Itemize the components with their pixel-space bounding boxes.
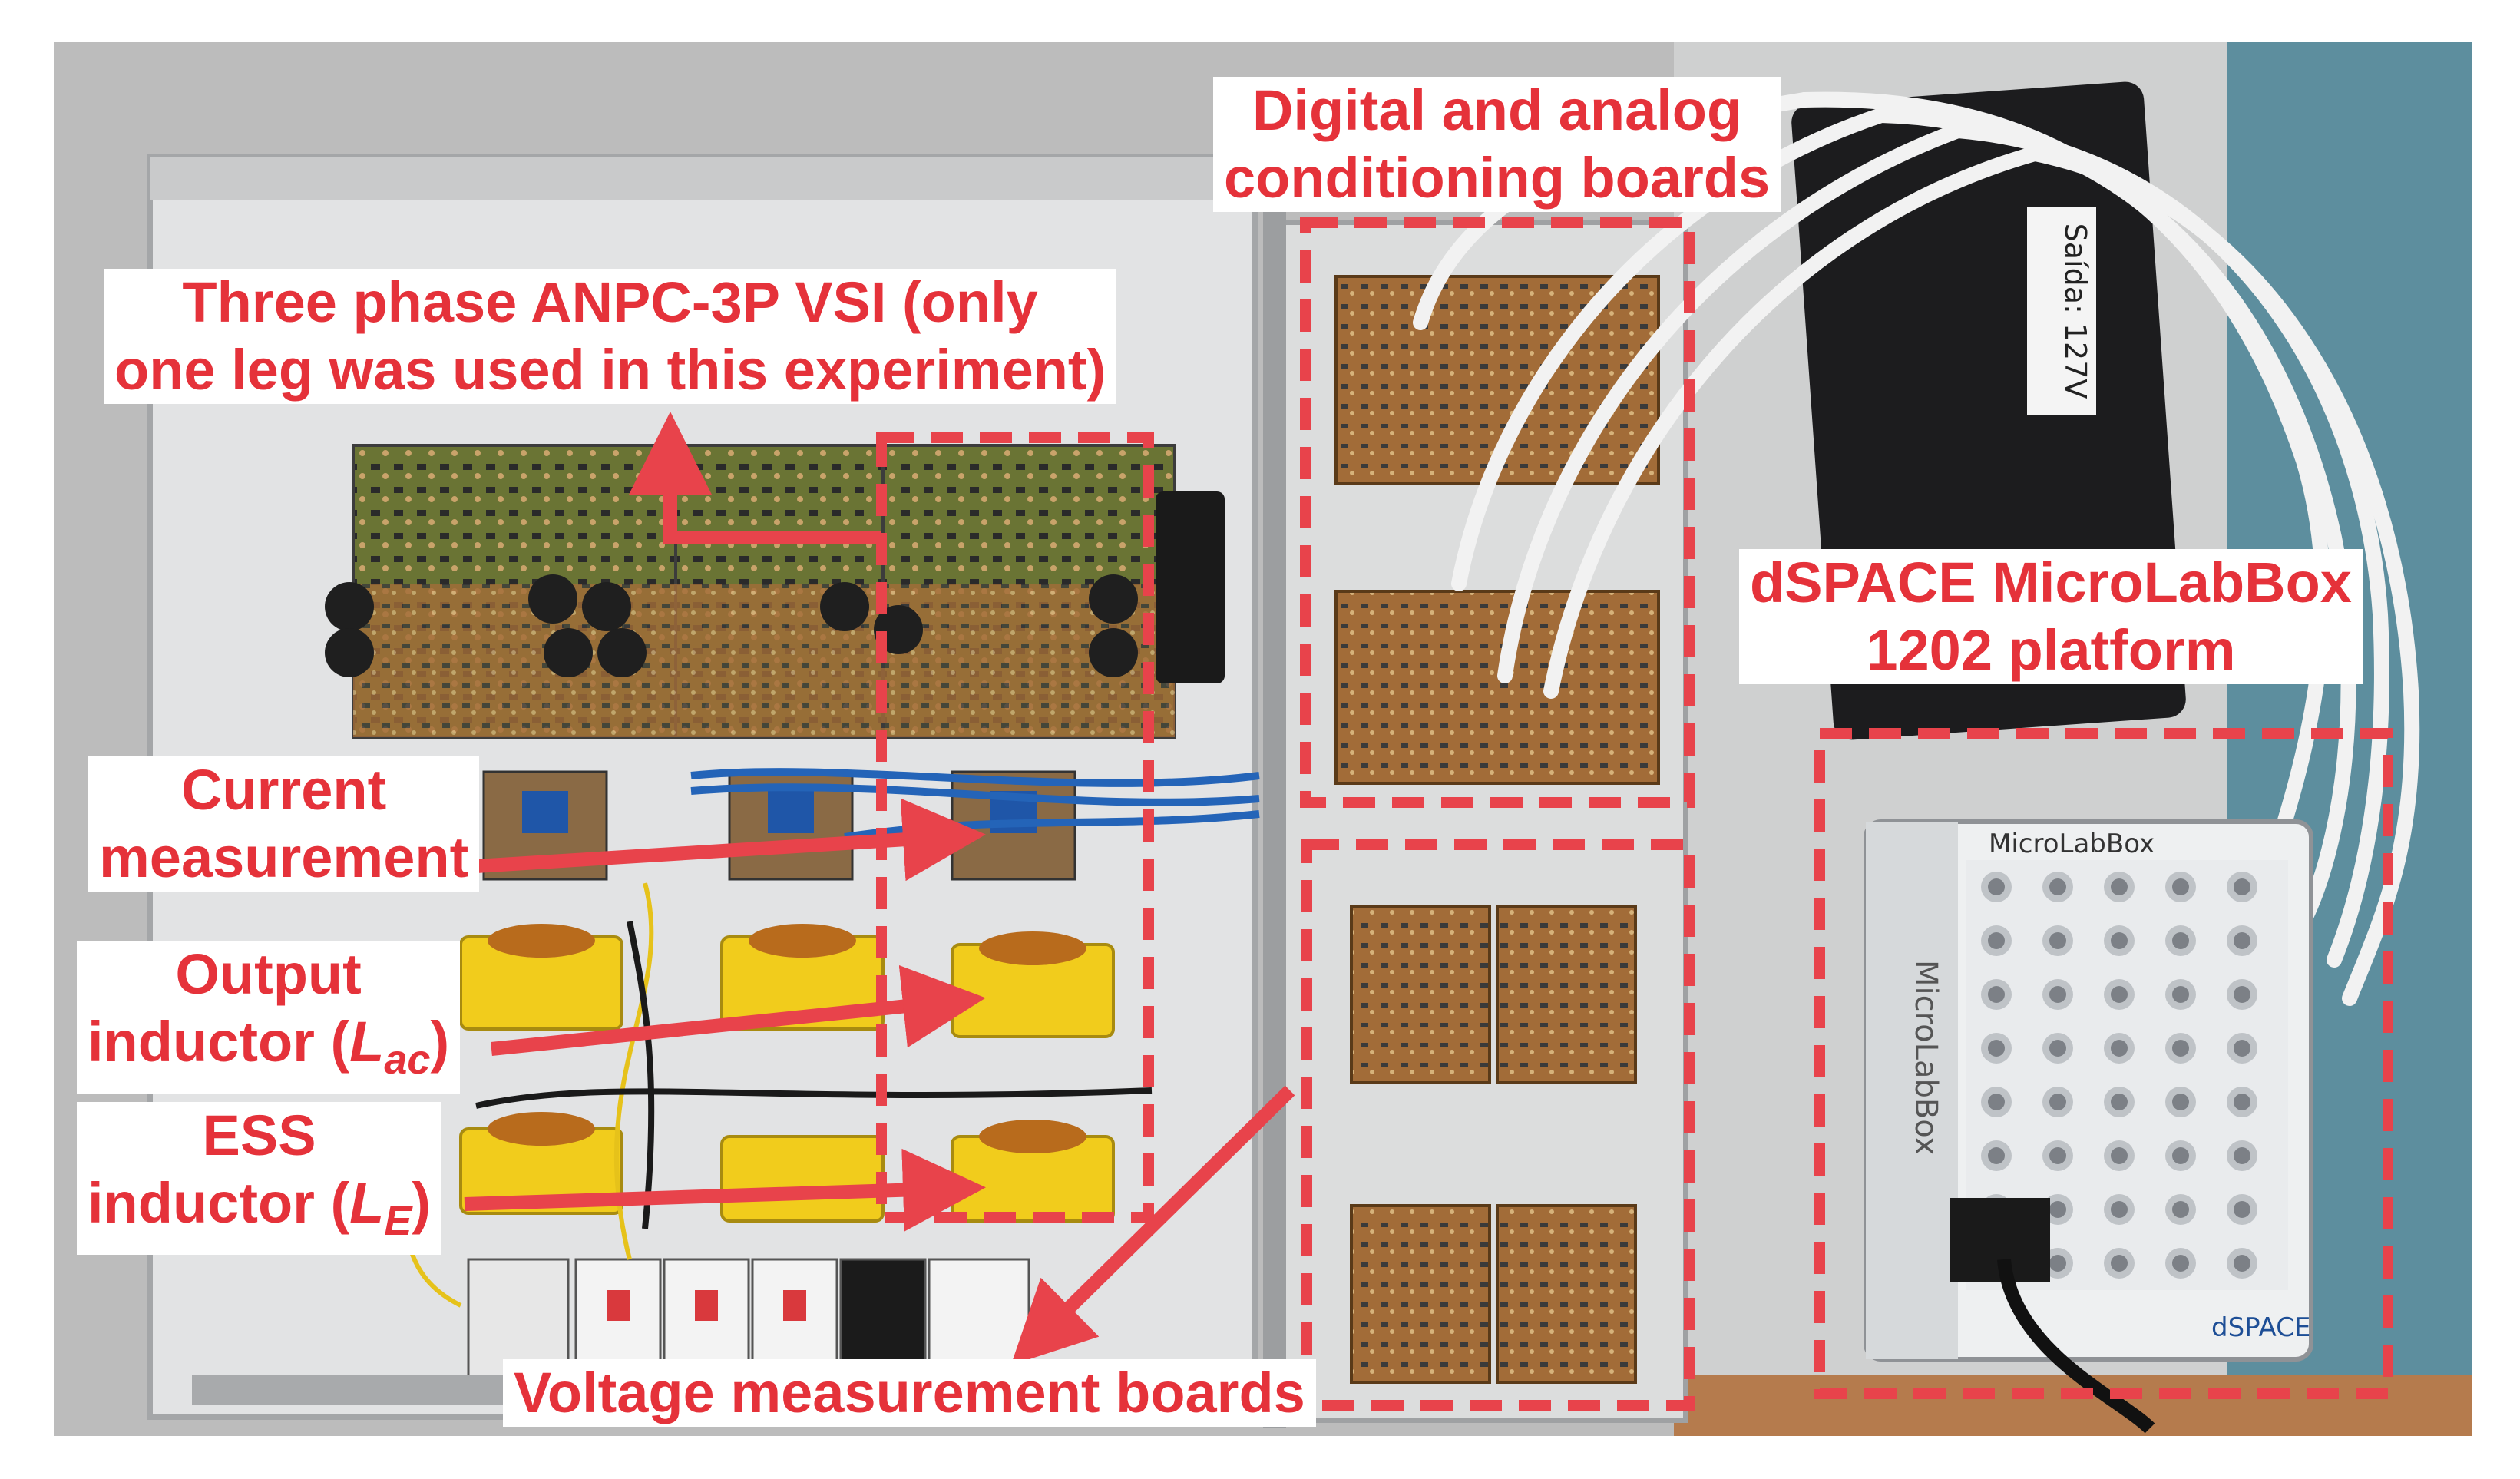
voltage-label: Voltage measurement boards xyxy=(503,1359,1316,1427)
output-inductor-arrow xyxy=(491,964,986,1056)
ess-inductor-subscript: E xyxy=(384,1198,412,1244)
ess-inductor-prefix: inductor ( xyxy=(88,1171,350,1235)
annotation-boxes xyxy=(876,217,2393,1411)
vsi-leg-box xyxy=(876,432,1154,1223)
microlabbox-side-text: MicroLabBox xyxy=(1908,960,1943,1155)
conditioning-board-bottom xyxy=(1334,590,1660,785)
current-label-line2: measurement xyxy=(99,826,469,889)
conditioning-label-line2: conditioning boards xyxy=(1224,146,1771,210)
conditioning-label: Digital and analog conditioning boards xyxy=(1213,77,1781,212)
output-inductor-prefix: inductor ( xyxy=(88,1010,350,1074)
black-wires xyxy=(475,921,1153,1229)
voltage-box xyxy=(1301,839,1695,1411)
bench-floor xyxy=(1674,1375,2472,1436)
output-tag xyxy=(2027,207,2096,415)
dspace-label: dSPACE MicroLabBox 1202 platform xyxy=(1739,549,2363,684)
vertical-rail xyxy=(1263,200,1286,1428)
output-inductor-label-line2: inductor (Lac) xyxy=(88,1008,449,1094)
current-arrow xyxy=(475,798,986,882)
ess-inductor-label-line1: ESS xyxy=(202,1103,316,1167)
vsi-label-line1: Three phase ANPC-3P VSI (only xyxy=(182,270,1038,334)
voltage-boards xyxy=(1350,905,1637,1384)
output-inductor-symbol: L xyxy=(349,1010,385,1074)
vsi-label-line2: one leg was used in this experiment) xyxy=(114,338,1106,402)
output-tag-text: Saída: 127V xyxy=(2059,223,2092,399)
current-label: Current measurement xyxy=(88,756,480,892)
annotation-arrows xyxy=(464,412,1295,1365)
conditioning-box xyxy=(1300,217,1695,808)
top-din-rail xyxy=(150,157,1255,200)
dc-capacitors xyxy=(325,574,1138,677)
output-inductor-suffix: ) xyxy=(430,1010,450,1074)
ess-inductor-arrow xyxy=(464,1148,986,1232)
vsi-label: Three phase ANPC-3P VSI (only one leg wa… xyxy=(104,269,1117,404)
ess-inductor-suffix: ) xyxy=(412,1171,432,1235)
voltage-arrow xyxy=(1010,1085,1295,1365)
dspace-box xyxy=(1814,728,2393,1399)
output-inductor-label-line1: Output xyxy=(175,942,362,1006)
ess-inductor-label: ESS inductor (LE) xyxy=(77,1102,442,1255)
dspace-brand-text: dSPACE xyxy=(2211,1312,2310,1343)
dspace-label-line1: dSPACE MicroLabBox xyxy=(1750,551,2352,614)
output-inductor-label: Output inductor (Lac) xyxy=(77,941,461,1094)
cooling-fan xyxy=(1156,491,1225,683)
output-inductor-subscript: ac xyxy=(384,1037,431,1083)
vsi-arrow xyxy=(629,412,881,544)
conditioning-label-line1: Digital and analog xyxy=(1252,78,1742,142)
pcb-base-brown xyxy=(353,584,1175,737)
microlabbox-front-text: MicroLabBox xyxy=(1989,829,2155,859)
voltage-label-line1: Voltage measurement boards xyxy=(514,1361,1305,1424)
current-label-line1: Current xyxy=(180,758,387,822)
dspace-label-line2: 1202 platform xyxy=(1866,618,2236,682)
ess-inductor-label-line2: inductor (LE) xyxy=(88,1170,431,1255)
microlabbox-device xyxy=(1864,819,2313,1434)
ess-inductor-symbol: L xyxy=(349,1171,385,1235)
